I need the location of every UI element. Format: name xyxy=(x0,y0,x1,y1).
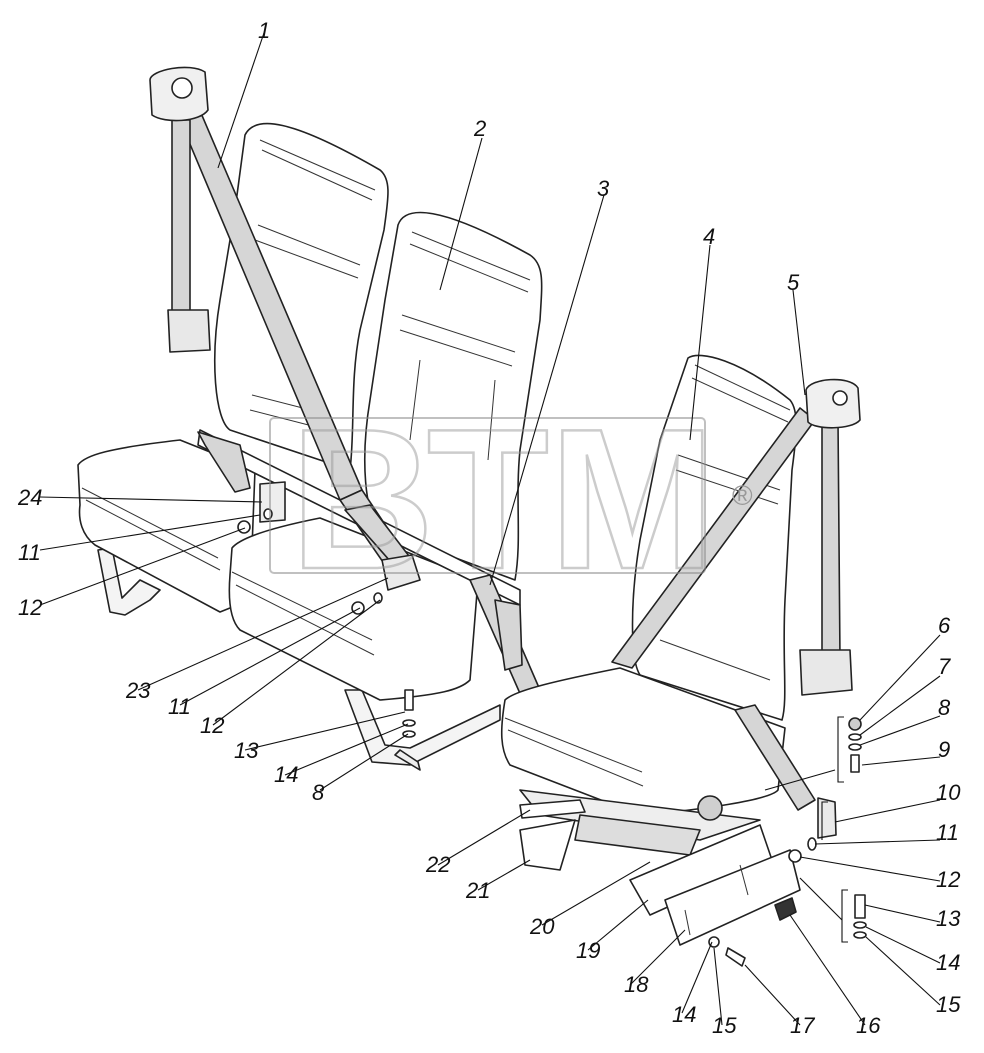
arrow-to-seat xyxy=(764,769,836,791)
callout-23: 23 xyxy=(125,678,151,703)
callout-1: 1 xyxy=(258,18,270,43)
seat-belt-3 xyxy=(344,504,541,699)
callout-6: 6 xyxy=(938,613,951,638)
callout-13-left: 13 xyxy=(234,738,259,763)
callout-14-bottom: 15 xyxy=(712,1013,737,1038)
callout-20: 20 xyxy=(529,914,555,939)
callout-19: 19 xyxy=(576,938,600,963)
watermark-registered: ® xyxy=(732,480,753,511)
callout-11-left: 11 xyxy=(18,540,41,565)
callout-15: 15 xyxy=(936,992,961,1017)
bracket-13-15 xyxy=(841,889,848,943)
callout-16: 16 xyxy=(856,1013,881,1038)
callout-2: 2 xyxy=(473,116,486,141)
callout-17: 17 xyxy=(790,1013,815,1038)
callout-7: 7 xyxy=(938,654,951,679)
callout-14: 14 xyxy=(936,950,960,975)
hardware-left xyxy=(237,481,416,738)
callout-15-bottom: 14 xyxy=(672,1002,696,1027)
callout-18: 18 xyxy=(624,972,649,997)
watermark-text: ВТМ xyxy=(290,388,716,611)
callout-14-left: 14 xyxy=(274,762,298,787)
callout-labels: 1 2 3 4 5 6 7 8 9 10 11 12 13 14 15 16 1… xyxy=(17,18,961,1038)
callout-9: 9 xyxy=(938,737,950,762)
bracket-10-11 xyxy=(821,801,828,840)
seat-belt-5 xyxy=(611,378,867,939)
callout-10: 10 xyxy=(936,780,961,805)
callout-8: 8 xyxy=(938,695,951,720)
double-seat xyxy=(77,122,543,771)
leader-lines xyxy=(39,29,941,1026)
callout-4: 4 xyxy=(703,224,715,249)
callout-24: 24 xyxy=(17,485,42,510)
bracket-6-9 xyxy=(837,716,844,783)
callout-22: 22 xyxy=(425,852,450,877)
watermark: ВТМ ® xyxy=(269,387,753,612)
callout-13: 13 xyxy=(936,906,961,931)
callout-8-left: 8 xyxy=(312,780,325,805)
arrow-to-bracket xyxy=(799,877,843,921)
callout-5: 5 xyxy=(787,270,800,295)
callout-21: 21 xyxy=(465,878,490,903)
callout-11: 11 xyxy=(936,820,959,845)
callout-11-mid: 11 xyxy=(168,694,191,719)
callout-12-left: 12 xyxy=(18,595,42,620)
callout-12: 12 xyxy=(936,867,960,892)
callout-12-mid: 12 xyxy=(200,713,224,738)
callout-3: 3 xyxy=(597,176,610,201)
